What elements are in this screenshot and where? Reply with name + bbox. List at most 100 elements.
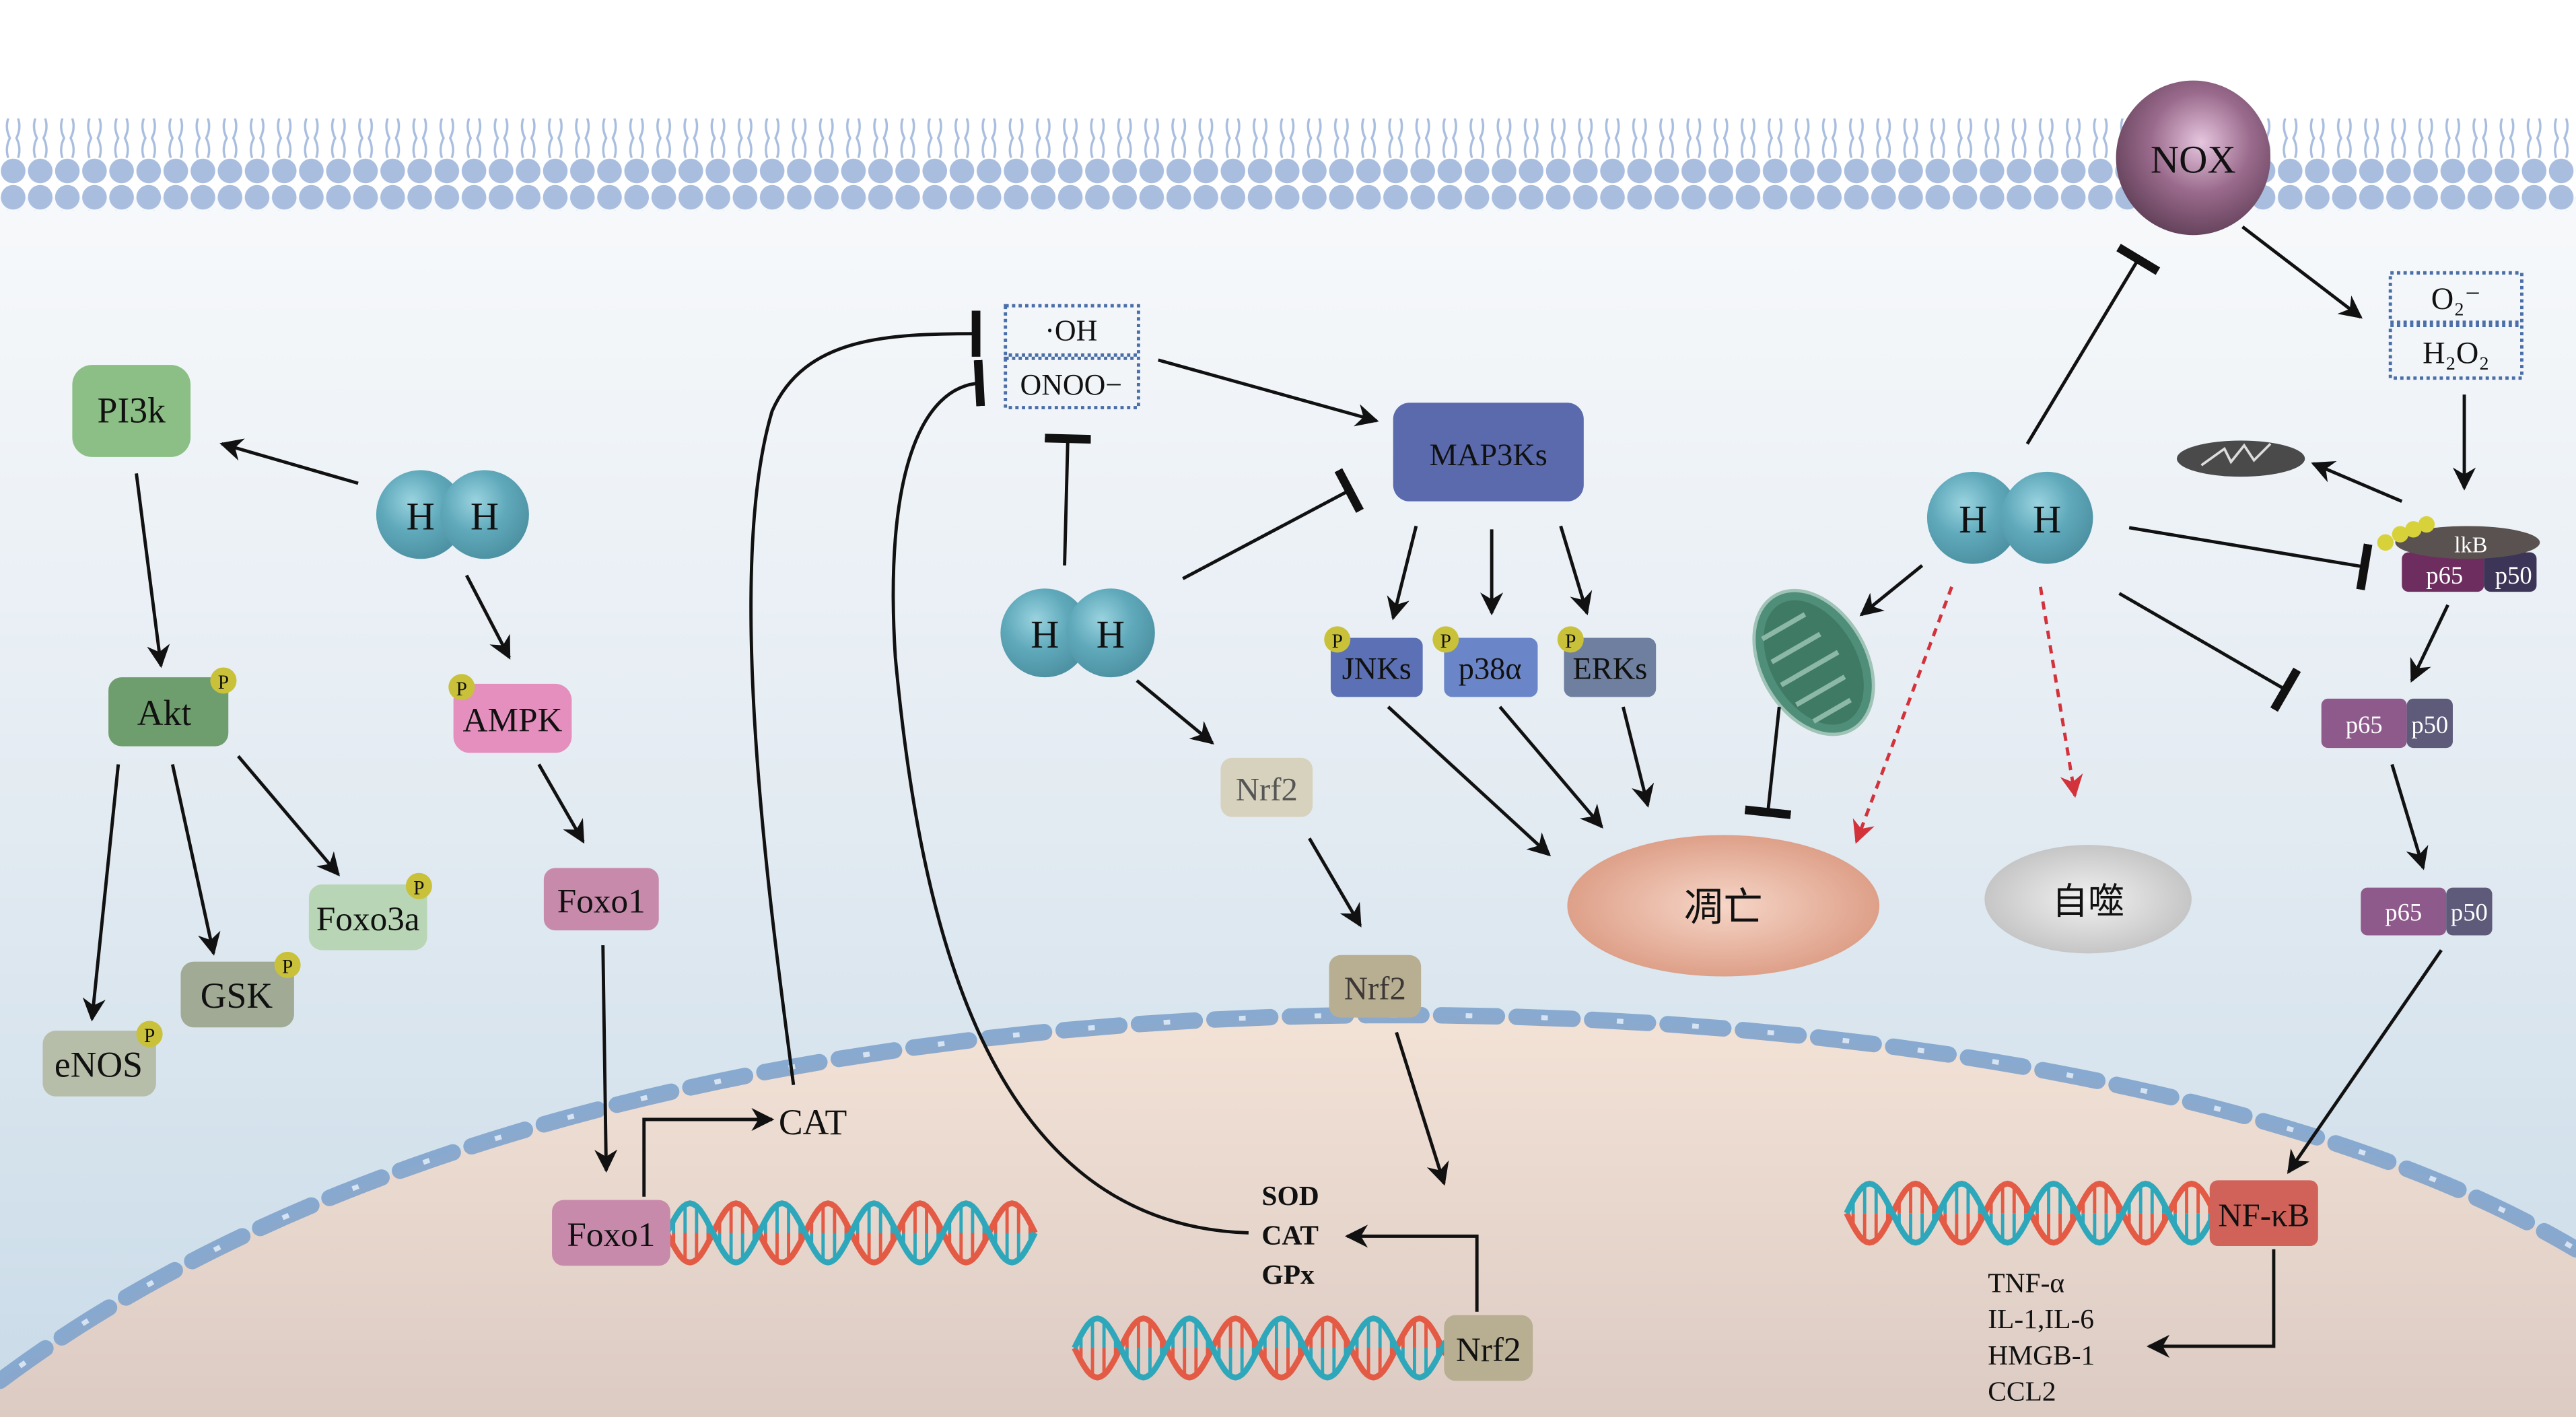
h2-molecule-left: H H — [376, 470, 529, 559]
phospho-badge — [136, 1021, 163, 1047]
svg-text:O₂⁻: O₂⁻ — [2431, 282, 2481, 316]
gene-ccl2: CCL2 — [1988, 1376, 2056, 1407]
gene-tnf-alpha: TNF-α — [1988, 1267, 2064, 1298]
svg-text:NOX: NOX — [2151, 137, 2236, 181]
phospho-badge — [210, 667, 237, 694]
arrow-akt-enos — [82, 764, 120, 1022]
node-ampk[interactable]: AMPK P — [448, 674, 572, 753]
ros-box-peroxynitrite: ONOO− — [1004, 356, 1140, 410]
svg-text:GSK: GSK — [201, 975, 273, 1016]
arrow-erks-apoptosis — [1622, 706, 1655, 808]
node-gsk[interactable]: GSK P — [180, 951, 301, 1028]
apoptosis-ellipse[interactable]: 凋亡 — [1567, 835, 1880, 977]
node-map3ks[interactable]: MAP3Ks — [1393, 403, 1584, 502]
h-atom-label: H — [2033, 497, 2061, 541]
dna-strand — [664, 1200, 1038, 1266]
inhibit-cat-oh — [749, 310, 981, 1086]
ikb-complex[interactable]: lkB p65 p50 — [2377, 516, 2540, 592]
svg-text:Akt: Akt — [137, 693, 192, 733]
node-pi3k[interactable]: PI3k — [72, 365, 191, 457]
node-foxo1[interactable]: Foxo1 — [543, 868, 659, 931]
phospho-badge — [274, 951, 301, 978]
svg-text:NF-κB: NF-κB — [2218, 1197, 2309, 1234]
gene-sod: SOD — [1261, 1180, 1319, 1211]
h2-molecule-right: H H — [1926, 471, 2093, 564]
svg-text:P: P — [218, 672, 229, 693]
arrow-nrf2-nrf2 — [1308, 837, 1362, 928]
node-nrf2-cytoplasm[interactable]: Nrf2 — [1220, 757, 1313, 817]
node-nrf2-nuclear[interactable]: Nrf2 — [1444, 1315, 1533, 1381]
svg-text:凋亡: 凋亡 — [1684, 885, 1763, 930]
p65-p50-dimer-2[interactable]: p65 p50 — [2361, 887, 2493, 936]
autophagy-ellipse[interactable]: 自噬 — [1984, 845, 2192, 954]
node-nox[interactable]: NOX — [2116, 80, 2271, 236]
arrow-ampk-foxo1 — [537, 763, 585, 844]
svg-text:P: P — [1332, 631, 1343, 652]
node-enos[interactable]: eNOS P — [42, 1021, 163, 1097]
arrow-map3ks-erks — [1559, 525, 1593, 616]
arrow-foxo1-nucleus — [594, 945, 618, 1173]
label-cat-foxo: CAT — [779, 1102, 847, 1142]
dna-strand — [1072, 1315, 1449, 1381]
arrow-p65p50-translocate — [2390, 763, 2429, 870]
svg-text:p38α: p38α — [1459, 652, 1522, 687]
svg-text:P: P — [1565, 631, 1576, 652]
svg-text:p65: p65 — [2385, 899, 2422, 926]
arrow-akt-foxo3a — [237, 755, 340, 876]
svg-text:eNOS: eNOS — [55, 1044, 143, 1084]
p65-p50-dimer-1[interactable]: p65 p50 — [2321, 698, 2453, 749]
inhibit-h2-ikb — [2128, 526, 2373, 590]
svg-text:H₂O₂: H₂O₂ — [2423, 337, 2489, 371]
svg-text:p65: p65 — [2426, 561, 2463, 589]
node-foxo3a[interactable]: Foxo3a P — [308, 872, 432, 951]
phospho-badge — [405, 872, 432, 899]
h-atom-label: H — [1031, 613, 1059, 656]
proteasome-icon — [2176, 440, 2305, 477]
node-jnks[interactable]: JNKs P — [1324, 626, 1423, 697]
svg-text:lkB: lkB — [2454, 533, 2487, 558]
phospho-badge — [1557, 626, 1584, 653]
arrow-nox-ros — [2241, 226, 2363, 319]
h-atom-label: H — [1959, 497, 1987, 541]
arrow-jnks-apoptosis — [1387, 705, 1552, 857]
phospho-badge — [448, 674, 475, 701]
arrow-ikb-proteasome — [2311, 460, 2403, 504]
node-nrf2-translocating[interactable]: Nrf2 — [1329, 955, 1422, 1018]
ubiquitin-chain — [2377, 516, 2435, 551]
node-p38[interactable]: p38α P — [1432, 626, 1538, 697]
phospho-badge — [1324, 626, 1351, 653]
svg-text:AMPK: AMPK — [462, 701, 562, 740]
arrow-akt-gsk — [170, 764, 221, 956]
dna-strand — [1844, 1180, 2214, 1246]
h-atom-label: H — [1096, 613, 1125, 656]
svg-text:p50: p50 — [2495, 561, 2532, 589]
arrow-h2-mitochondrion — [1859, 564, 1924, 617]
node-foxo1-nuclear[interactable]: Foxo1 — [552, 1200, 670, 1266]
inhibit-h2-map3ks — [1182, 468, 1364, 580]
ros-box-hydroxyl: ·OH — [1004, 304, 1140, 357]
arrow-h2-nrf2 — [1136, 679, 1214, 745]
inhibit-h2-p65p50 — [2118, 592, 2301, 712]
arrow-nrf2-nucleus — [1395, 1031, 1449, 1186]
svg-text:Nrf2: Nrf2 — [1236, 771, 1298, 808]
svg-text:P: P — [144, 1025, 155, 1047]
svg-text:ONOO−: ONOO− — [1020, 368, 1122, 401]
h-atom-label: H — [407, 494, 435, 538]
inhibit-h2-ros — [1045, 434, 1091, 566]
node-akt[interactable]: Akt P — [108, 667, 237, 747]
svg-text:P: P — [456, 679, 467, 700]
inhibit-h2-nox — [2025, 244, 2161, 445]
svg-text:自噬: 自噬 — [2052, 880, 2124, 923]
arrow-nfkb-cytokines — [2147, 1249, 2276, 1358]
mitochondrion-icon — [1752, 588, 1875, 736]
h-atom-label: H — [471, 494, 499, 538]
arrow-h2-apoptosis-dashed — [1852, 586, 1953, 844]
dna-helix-nrf2 — [1072, 1315, 1449, 1381]
gene-hmgb1: HMGB-1 — [1988, 1340, 2095, 1371]
svg-text:P: P — [413, 877, 424, 899]
node-erks[interactable]: ERKs P — [1557, 626, 1657, 697]
node-nfkb[interactable]: NF-κB — [2209, 1180, 2318, 1247]
arrow-h2-autophagy-dashed — [2038, 586, 2083, 798]
arrow-ikb-p65p50 — [2410, 604, 2449, 683]
